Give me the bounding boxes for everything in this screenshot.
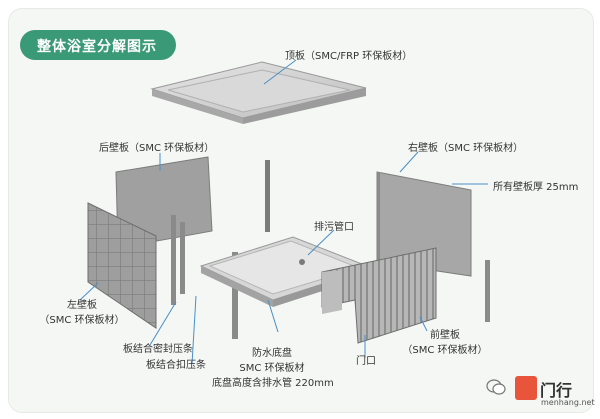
right-wall-panel bbox=[376, 171, 472, 277]
back-seal-strip bbox=[265, 160, 270, 232]
label-front-wall-line1: 前壁板 bbox=[430, 330, 460, 341]
label-front-wall: 前壁板 （SMC 环保板材） bbox=[395, 326, 495, 356]
label-left-wall-line1: 左壁板 bbox=[67, 300, 97, 311]
label-top-panel: 顶板（SMC/FRP 环保板材） bbox=[285, 51, 413, 62]
label-front-wall-line2: （SMC 环保板材） bbox=[402, 345, 488, 356]
front-wall-panel bbox=[321, 247, 437, 344]
label-base-line1: 防水底盘 bbox=[252, 348, 292, 359]
label-base-line3: 底盘高度含排水管 220mm bbox=[212, 378, 334, 389]
right-strip bbox=[485, 260, 490, 322]
wechat-icon bbox=[486, 378, 506, 396]
label-door: 门口 bbox=[356, 356, 376, 367]
label-back-wall: 后壁板（SMC 环保板材） bbox=[99, 143, 215, 154]
title-badge bbox=[20, 30, 176, 60]
watermark-brand: 门行 bbox=[540, 381, 573, 400]
brand-logo-icon bbox=[515, 376, 537, 400]
leader-lines bbox=[79, 59, 488, 365]
label-base-line2: SMC 环保板材 bbox=[239, 363, 305, 374]
top-panel bbox=[150, 61, 367, 124]
label-left-wall: 左壁板 （SMC 环保板材） bbox=[32, 296, 132, 326]
label-clip-strip: 板结合扣压条 bbox=[146, 360, 206, 371]
diagram-title: 整体浴室分解图示 bbox=[37, 39, 157, 55]
label-wall-thickness: 所有壁板厚 25mm bbox=[493, 182, 579, 193]
watermark-site: menhang.net bbox=[541, 398, 595, 407]
left-wall-panel bbox=[87, 202, 157, 329]
label-left-wall-line2: （SMC 环保板材） bbox=[39, 315, 125, 326]
label-base-tray: 防水底盘 SMC 环保板材 底盘高度含排水管 220mm bbox=[212, 344, 334, 389]
left-strips bbox=[171, 215, 238, 339]
label-seal-strip: 板结合密封压条 bbox=[123, 344, 193, 355]
label-right-wall: 右壁板（SMC 环保板材） bbox=[408, 143, 524, 154]
label-drain: 排污管口 bbox=[314, 222, 354, 233]
